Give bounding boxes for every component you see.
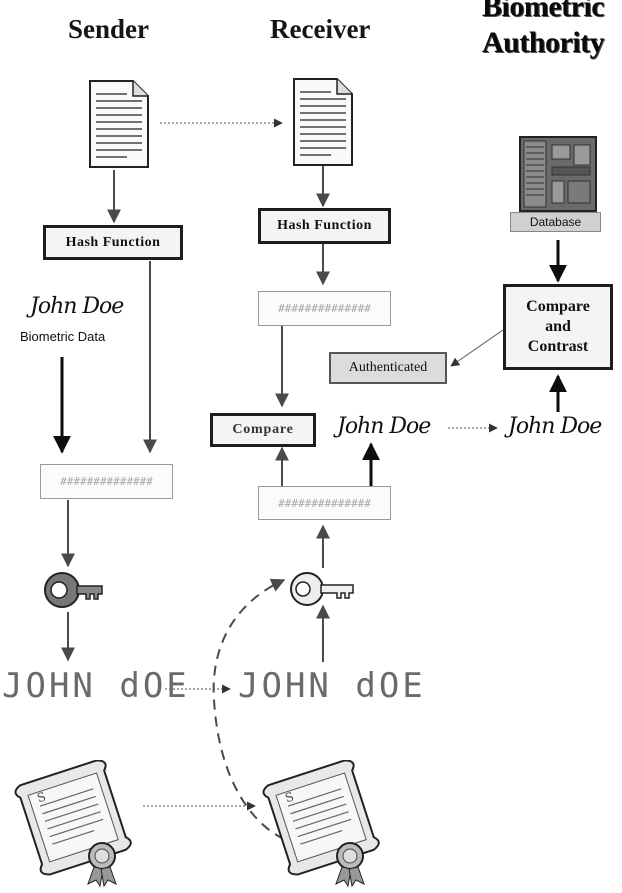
sender-hash-value-text: ############## [60,475,153,488]
receiver-compare-label: Compare [232,422,294,437]
receiver-encrypted-text: JOHN dOE [238,666,426,706]
compare-contrast-line1: Compare [526,298,590,315]
receiver-compare-box: Compare [210,413,316,447]
sender-signature: John Doe [30,294,124,319]
biometric-data-label: Biometric Data [20,329,106,344]
sender-key-icon [44,572,103,608]
receiver-signature: John Doe [337,414,431,439]
compare-contrast-line2: and [545,318,571,335]
receiver-hash-function-label: Hash Function [277,218,372,233]
sender-document-icon [89,80,149,168]
compare-contrast-line3: Contrast [527,338,589,355]
database-icon [519,136,597,212]
authenticated-box: Authenticated [329,352,447,384]
sender-certificate-icon: S [14,760,132,888]
authority-title-line1: Biometric [482,0,605,23]
svg-text:S: S [35,789,47,805]
authority-title-line2: Authority [482,26,605,59]
receiver-title: Receiver [270,14,371,44]
authority-signature: John Doe [508,414,602,439]
database-label: Database [529,215,582,229]
receiver-key-icon [290,572,354,606]
receiver-document-icon [293,78,353,166]
sender-encrypted-text: JOHN dOE [2,666,190,706]
sender-title: Sender [68,14,149,44]
receiver-hash-function-box: Hash Function [258,208,391,244]
database-label-box: Database [510,212,601,232]
svg-text:S: S [283,789,295,805]
sender-hash-function-label: Hash Function [65,234,161,250]
receiver-hash-value-bottom: ############## [258,486,391,520]
receiver-certificate-icon: S [262,760,380,888]
authenticated-label: Authenticated [348,360,428,375]
receiver-hash-value-top-text: ############## [278,302,371,315]
sender-hash-function-box: Hash Function [43,225,183,260]
receiver-hash-value-bottom-text: ############## [278,496,371,510]
receiver-hash-value-top: ############## [258,291,391,326]
sender-hash-value: ############## [40,464,173,499]
compare-contrast-box: Compare and Contrast [503,284,613,370]
